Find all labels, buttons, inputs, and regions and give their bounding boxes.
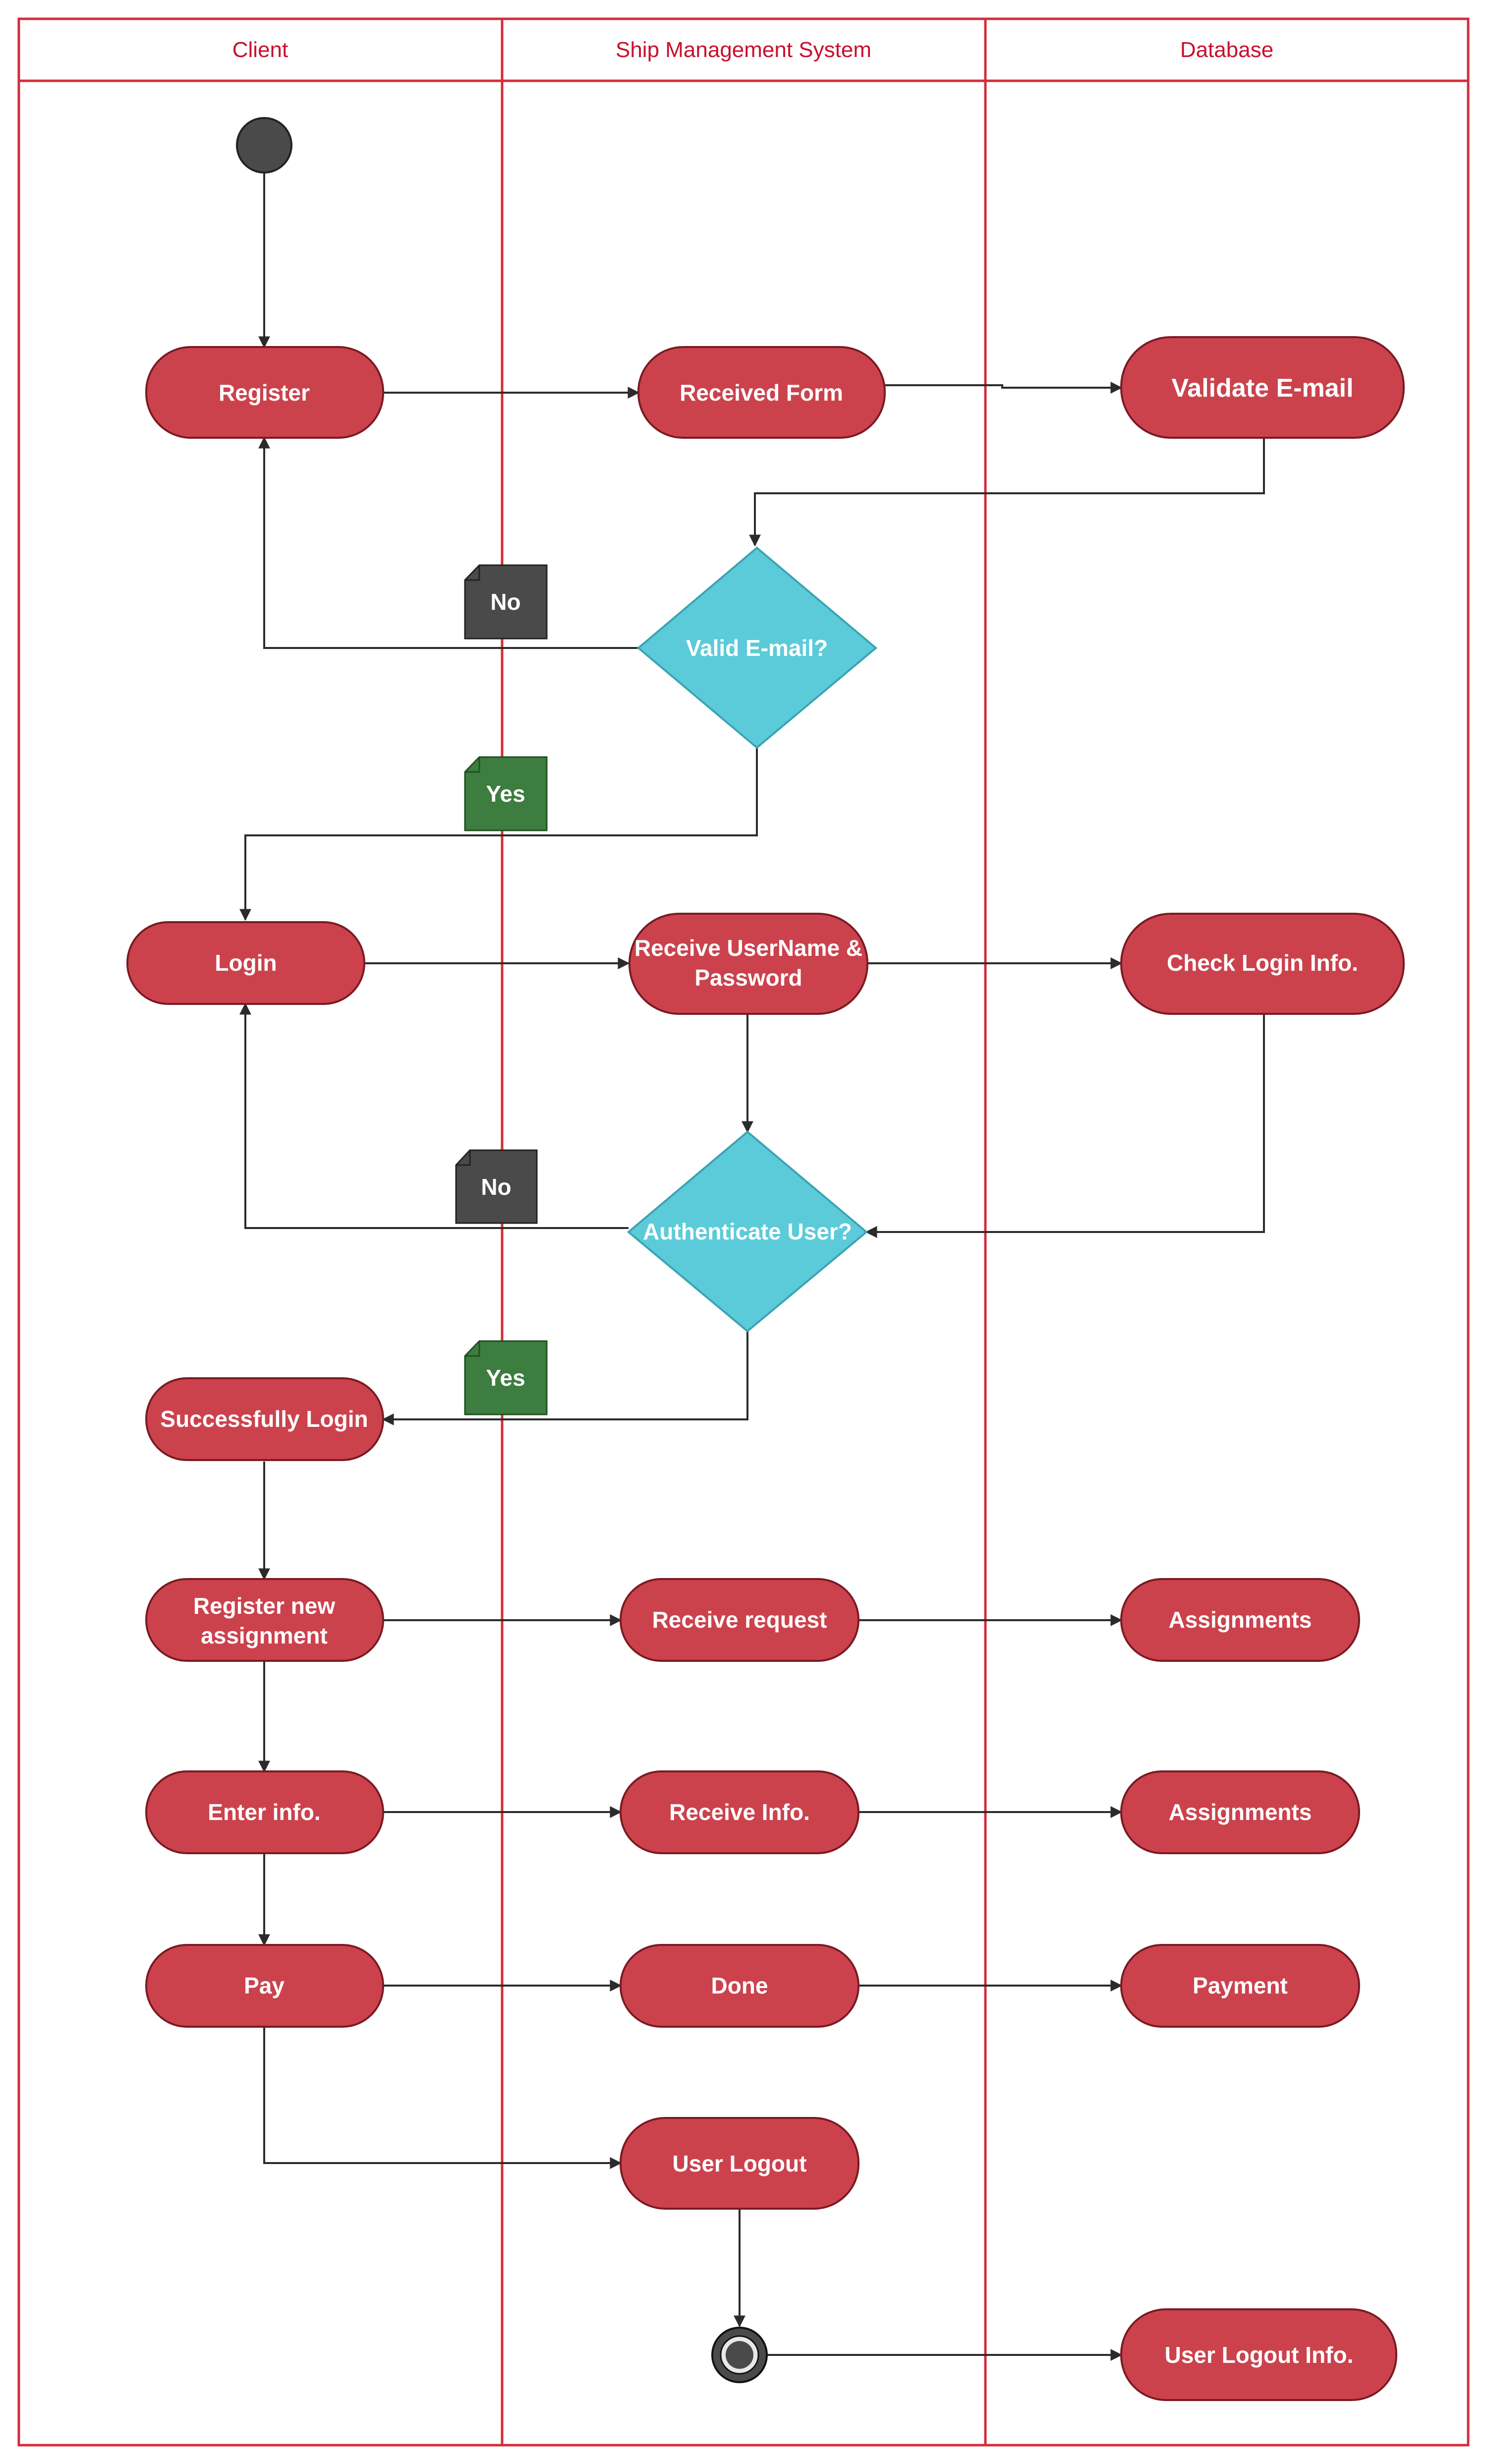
action-login-label: Login xyxy=(215,950,277,976)
note-no-valid-email-shape xyxy=(464,564,548,640)
action-register-new-assignment[interactable]: Register new assignment xyxy=(145,1578,384,1662)
action-receive-request-label: Receive request xyxy=(652,1607,827,1633)
action-payment[interactable]: Payment xyxy=(1120,1944,1360,2028)
swimlane-border xyxy=(17,17,1470,2447)
flow-authenticate-yes-to-success xyxy=(382,1331,748,1425)
action-received-form-shape xyxy=(637,346,886,439)
action-register-new-assignment-shape xyxy=(145,1578,384,1662)
flow-received-form-to-validate-email xyxy=(885,382,1123,394)
connectors xyxy=(239,174,1265,2361)
action-enter-info-shape xyxy=(145,1770,384,1854)
action-user-logout[interactable]: User Logout xyxy=(620,2117,859,2210)
lane-title-ship-management-system: Ship Management System xyxy=(616,38,871,62)
action-register-shape xyxy=(145,346,384,439)
action-successfully-login-label: Successfully Login xyxy=(160,1406,368,1432)
action-receive-username-password-shape xyxy=(629,913,868,1015)
action-register-new-assignment-label-line2: assignment xyxy=(201,1623,328,1648)
action-assignments-request[interactable]: Assignments xyxy=(1120,1578,1360,1662)
action-receive-info-label: Receive Info. xyxy=(669,1799,810,1825)
action-check-login-info[interactable]: Check Login Info. xyxy=(1120,913,1405,1015)
action-validate-email[interactable]: Validate E-mail xyxy=(1120,336,1405,439)
action-pay-shape xyxy=(145,1944,384,2028)
decision-authenticate-user[interactable]: Authenticate User? xyxy=(627,1130,868,1333)
action-login-shape xyxy=(126,921,365,1005)
action-assignments-info[interactable]: Assignments xyxy=(1120,1770,1360,1854)
action-payment-label: Payment xyxy=(1193,1973,1288,1998)
action-check-login-info-label: Check Login Info. xyxy=(1167,950,1358,976)
decision-valid-email-label: Valid E-mail? xyxy=(686,635,828,661)
action-done[interactable]: Done xyxy=(620,1944,859,2028)
action-done-label: Done xyxy=(711,1973,768,1998)
action-enter-info[interactable]: Enter info. xyxy=(145,1770,384,1854)
action-pay[interactable]: Pay xyxy=(145,1944,384,2028)
flow-pay-to-user-logout xyxy=(263,2026,622,2169)
action-successfully-login-shape xyxy=(145,1377,384,1461)
action-user-logout-info-label: User Logout Info. xyxy=(1165,2342,1354,2368)
note-no-authenticate-label: No xyxy=(481,1174,511,1200)
action-register[interactable]: Register xyxy=(145,346,384,439)
action-user-logout-label: User Logout xyxy=(673,2151,807,2176)
action-receive-username-password-label-line1: Receive UserName & xyxy=(634,935,862,961)
decision-valid-email[interactable]: Valid E-mail? xyxy=(636,546,878,749)
action-assignments-info-shape xyxy=(1120,1770,1360,1854)
note-no-authenticate: No xyxy=(455,1149,538,1224)
action-receive-username-password[interactable]: Receive UserName & Password xyxy=(629,913,868,1015)
action-received-form[interactable]: Received Form xyxy=(637,346,886,439)
action-check-login-info-shape xyxy=(1120,913,1405,1015)
flow-valid-email-yes-to-login xyxy=(239,748,758,921)
end-node-core xyxy=(726,2341,753,2369)
note-no-valid-email-fold xyxy=(465,565,480,581)
action-validate-email-label: Validate E-mail xyxy=(1171,374,1353,403)
action-register-label: Register xyxy=(219,380,310,406)
note-yes-valid-email-label: Yes xyxy=(486,781,525,807)
action-login[interactable]: Login xyxy=(126,921,365,1005)
swimlane-frame: Client Ship Management System Database xyxy=(17,17,1470,2447)
action-user-logout-info-shape xyxy=(1120,2308,1397,2401)
decision-authenticate-user-shape xyxy=(627,1130,868,1333)
lane-title-client: Client xyxy=(232,38,288,62)
action-register-new-assignment-label-line1: Register new xyxy=(193,1593,336,1619)
action-payment-shape xyxy=(1120,1944,1360,2028)
action-receive-request[interactable]: Receive request xyxy=(620,1578,859,1662)
note-no-valid-email: No xyxy=(464,564,548,640)
note-yes-authenticate: Yes xyxy=(464,1340,548,1415)
note-no-authenticate-shape xyxy=(455,1149,538,1224)
flow-check-login-to-authenticate xyxy=(865,1014,1265,1238)
note-yes-valid-email-fold xyxy=(465,757,480,773)
action-receive-info[interactable]: Receive Info. xyxy=(620,1770,859,1854)
flow-validate-email-to-decision xyxy=(749,438,1265,547)
action-receive-username-password-label-line2: Password xyxy=(694,965,802,991)
action-validate-email-shape xyxy=(1120,336,1405,439)
note-yes-authenticate-label: Yes xyxy=(486,1365,525,1391)
end-node xyxy=(711,2327,768,2383)
note-no-valid-email-label: No xyxy=(490,589,520,615)
note-yes-valid-email-shape xyxy=(464,756,548,831)
action-user-logout-info[interactable]: User Logout Info. xyxy=(1120,2308,1397,2401)
action-successfully-login[interactable]: Successfully Login xyxy=(145,1377,384,1461)
action-done-shape xyxy=(620,1944,859,2028)
note-yes-authenticate-fold xyxy=(465,1341,480,1357)
decision-valid-email-shape xyxy=(636,546,878,749)
note-yes-authenticate-shape xyxy=(464,1340,548,1415)
action-assignments-request-label: Assignments xyxy=(1169,1607,1312,1633)
action-assignments-request-shape xyxy=(1120,1578,1360,1662)
action-assignments-info-label: Assignments xyxy=(1169,1799,1312,1825)
action-enter-info-label: Enter info. xyxy=(208,1799,320,1825)
start-node xyxy=(236,117,292,174)
action-pay-label: Pay xyxy=(244,1973,285,1998)
flow-authenticate-no-to-login xyxy=(239,1002,629,1229)
action-user-logout-shape xyxy=(620,2117,859,2210)
note-yes-valid-email: Yes xyxy=(464,756,548,831)
lane-title-database: Database xyxy=(1180,38,1273,62)
action-received-form-label: Received Form xyxy=(680,380,843,406)
action-receive-request-shape xyxy=(620,1578,859,1662)
note-no-authenticate-fold xyxy=(456,1150,471,1166)
action-receive-info-shape xyxy=(620,1770,859,1854)
flow-valid-email-no-to-register xyxy=(258,436,638,649)
decision-authenticate-user-label: Authenticate User? xyxy=(643,1219,852,1244)
